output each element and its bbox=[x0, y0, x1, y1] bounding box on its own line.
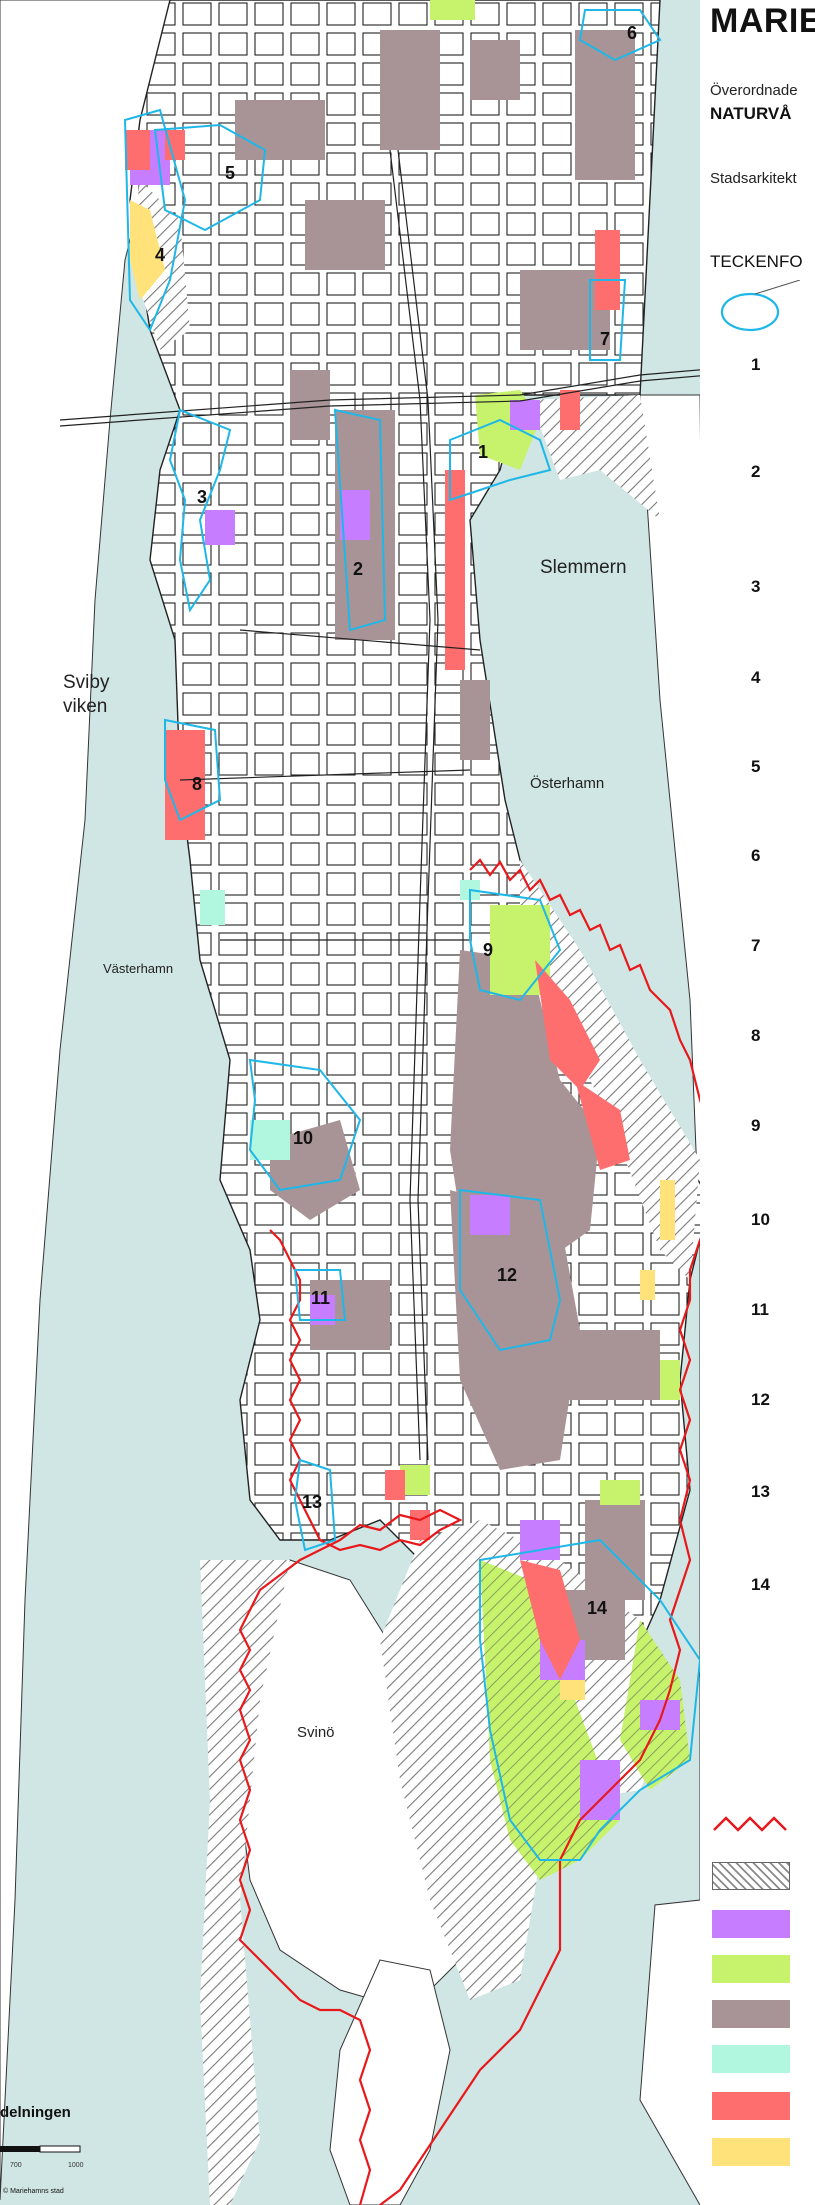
area-outline-4 bbox=[123, 108, 187, 333]
legend-number-12: 12 bbox=[751, 1390, 770, 1409]
copyright-text: © Mariehamns stad bbox=[3, 2188, 64, 2195]
label-viken: viken bbox=[63, 696, 108, 717]
boundary-zigzag-west bbox=[238, 1229, 463, 2205]
label-sviby: Sviby bbox=[63, 672, 110, 693]
map-area-number-12: 12 bbox=[497, 1265, 518, 1285]
map-area-number-14: 14 bbox=[587, 1598, 608, 1618]
yellow-areas bbox=[130, 200, 675, 1700]
area-outline-7 bbox=[589, 279, 627, 361]
scale-tick-1000: 1000 bbox=[68, 2162, 84, 2169]
legend-swatch-brown bbox=[712, 2000, 790, 2028]
map-area-number-11: 11 bbox=[311, 1288, 331, 1308]
legend-number-5: 5 bbox=[751, 757, 761, 776]
area-outline-13 bbox=[293, 1458, 337, 1552]
label-slemmern: Slemmern bbox=[540, 557, 627, 578]
legend-number-7: 7 bbox=[751, 936, 761, 955]
legend-swatch-red bbox=[712, 2092, 790, 2120]
legend-number-11: 11 bbox=[751, 1300, 769, 1319]
legend-number-2: 2 bbox=[751, 462, 761, 481]
map-area-number-7: 7 bbox=[600, 329, 611, 349]
label-osterhamn: Österhamn bbox=[530, 775, 605, 792]
area-outline-12 bbox=[459, 1188, 562, 1352]
area-outline-9 bbox=[469, 888, 562, 1002]
area-outline-10 bbox=[248, 1058, 362, 1192]
label-svino: Svinö bbox=[297, 1724, 335, 1741]
roads bbox=[59, 149, 815, 1461]
label-vasterhamn: Västerhamn bbox=[103, 961, 174, 976]
legend-swatch-lime bbox=[712, 1955, 790, 1983]
legend-swatch-mint bbox=[712, 2045, 790, 2073]
legend-number-14: 14 bbox=[751, 1575, 770, 1594]
area-outline-14 bbox=[479, 1538, 702, 1861]
legend-number-10: 10 bbox=[751, 1210, 770, 1229]
legend-swatch-yellow bbox=[712, 2138, 790, 2166]
legend-number-4: 4 bbox=[751, 668, 761, 687]
scale-bar bbox=[0, 2145, 81, 2153]
area-outline-1 bbox=[449, 418, 552, 502]
subtitle-line-3: Stadsarkitekt bbox=[710, 170, 797, 187]
legend-number-9: 9 bbox=[751, 1116, 761, 1135]
legend-panel bbox=[700, 0, 815, 2205]
boundary-zigzag-line bbox=[379, 858, 732, 2205]
map-area-number-13: 13 bbox=[302, 1492, 323, 1512]
area-outline-11 bbox=[293, 1269, 347, 1321]
map-area-number-1: 1 bbox=[478, 442, 489, 462]
map-area-number-6: 6 bbox=[627, 23, 638, 43]
area-outline-2 bbox=[333, 408, 387, 632]
area-outline-6 bbox=[578, 9, 662, 62]
map-area-number-4: 4 bbox=[155, 245, 166, 265]
area-outline-5 bbox=[153, 123, 267, 232]
scale-label: delningen bbox=[0, 2104, 71, 2121]
map-area-number-5: 5 bbox=[225, 163, 236, 183]
cyan-area-outlines bbox=[123, 9, 702, 1861]
subtitle-line-1: Överordnade bbox=[710, 82, 798, 99]
legend-swatch-hatched bbox=[712, 1862, 790, 1890]
map-area-number-9: 9 bbox=[483, 940, 494, 960]
legend-swatch-purple bbox=[712, 1910, 790, 1938]
hatch-zone-svino-west bbox=[200, 1560, 290, 2205]
legend-number-13: 13 bbox=[751, 1482, 770, 1501]
page-title: MARIE bbox=[710, 2, 815, 40]
legend-number-6: 6 bbox=[751, 846, 761, 865]
legend-swatch-zigzag bbox=[713, 1816, 787, 1832]
legend-outline-sample bbox=[720, 280, 801, 332]
legend-number-3: 3 bbox=[751, 577, 761, 596]
map-area-number-10: 10 bbox=[293, 1128, 314, 1148]
scale-tick-700: 700 bbox=[10, 2162, 22, 2169]
legend-title: TECKENFO bbox=[710, 252, 803, 271]
hatch-zone-east bbox=[520, 860, 700, 1280]
map-area-number-3: 3 bbox=[197, 487, 208, 507]
map-area-number-8: 8 bbox=[192, 774, 203, 794]
legend-number-8: 8 bbox=[751, 1026, 761, 1045]
area-outline-3 bbox=[168, 408, 232, 613]
area-outline-8 bbox=[164, 718, 222, 822]
legend-number-1: 1 bbox=[751, 355, 761, 374]
red-areas bbox=[125, 130, 630, 1680]
map-area-number-2: 2 bbox=[353, 559, 364, 579]
subtitle-line-2: NATURVÅ bbox=[710, 104, 792, 123]
